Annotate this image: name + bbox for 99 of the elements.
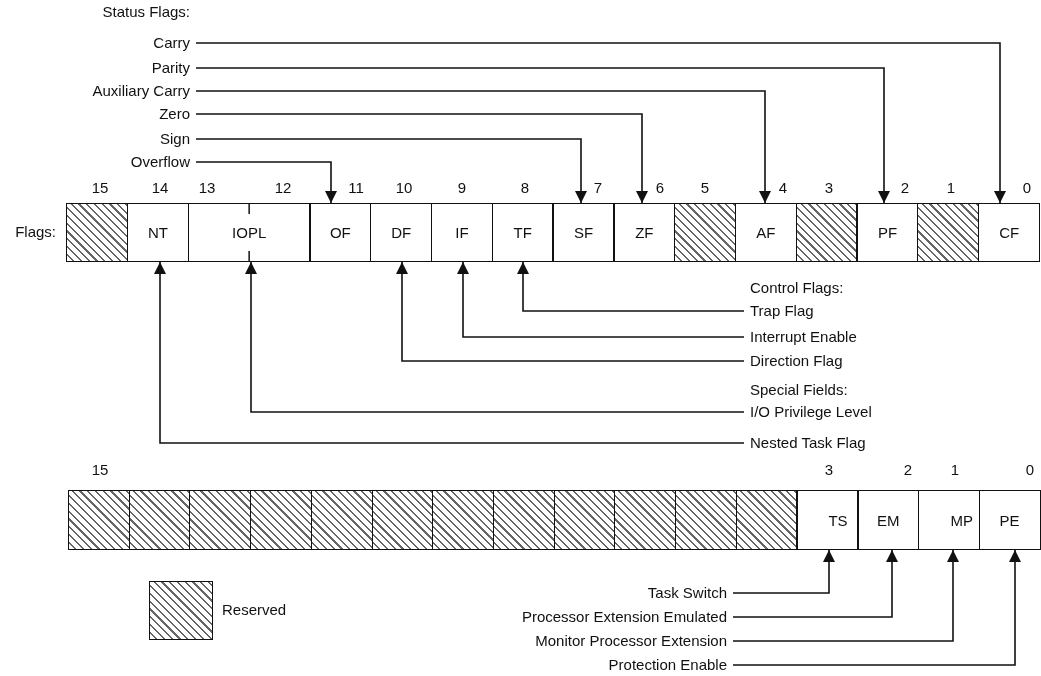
flag-description: Direction Flag	[744, 352, 849, 370]
flag-description: Parity	[145, 59, 196, 77]
flag-description: Trap Flag	[744, 302, 820, 320]
leader-arrow	[732, 549, 959, 642]
register-bit-cell	[978, 203, 1041, 262]
register-bit-cell	[857, 490, 920, 550]
section-heading: Special Fields:	[750, 381, 848, 399]
reserved-bit-cell	[310, 490, 373, 550]
reserved-bit-cell	[674, 203, 737, 262]
leader-arrow	[732, 549, 898, 618]
leader-arrow	[195, 113, 648, 204]
reserved-bit-cell	[795, 203, 858, 262]
flag-description: Interrupt Enable	[744, 328, 863, 346]
register-bit-cell	[552, 203, 615, 262]
bit-number: 15	[91, 461, 109, 479]
bit-number: 3	[824, 179, 834, 197]
bit-number: 1	[950, 461, 960, 479]
bit-number: 11	[348, 179, 364, 197]
register-bit-cell	[491, 203, 554, 262]
bit-field-name: CF	[999, 224, 1020, 241]
leader-arrow	[517, 261, 745, 312]
bit-number: 2	[900, 179, 910, 197]
bit-number: 10	[395, 179, 413, 197]
section-heading: Control Flags:	[750, 279, 844, 297]
leader-arrow	[245, 261, 745, 413]
leader-arrow	[195, 67, 890, 204]
bit-number: 7	[593, 179, 603, 197]
reserved-bit-cell	[371, 490, 434, 550]
flag-description: Monitor Processor Extension	[529, 632, 733, 650]
reserved-bit-cell	[250, 490, 313, 550]
bit-field-name: TF	[513, 224, 532, 241]
bit-number: 1	[946, 179, 956, 197]
bit-field-name: PF	[877, 224, 898, 241]
bit-number: 12	[274, 179, 292, 197]
flag-description: Processor Extension Emulated	[515, 608, 733, 626]
reserved-bit-cell	[189, 490, 252, 550]
bit-number: 13	[198, 179, 216, 197]
flag-description: Auxiliary Carry	[86, 82, 196, 100]
leader-arrow	[195, 90, 771, 204]
flag-description: Nested Task Flag	[744, 434, 872, 452]
bit-number: 15	[91, 179, 109, 197]
bit-number: 2	[903, 461, 913, 479]
reserved-bit-cell	[128, 490, 191, 550]
reserved-bit-cell	[492, 490, 556, 550]
bit-field-name: EM	[876, 511, 900, 529]
register-bit-cell	[917, 490, 980, 550]
reserved-bit-cell	[675, 490, 738, 550]
bit-field-name: OF	[329, 224, 351, 241]
reserved-bit-cell	[432, 490, 495, 550]
reserved-bit-cell	[614, 490, 677, 550]
bit-number: 4	[778, 179, 788, 197]
bit-number: 3	[824, 461, 834, 479]
bit-field-name: DF	[391, 224, 412, 241]
leader-arrow	[195, 42, 1006, 204]
leader-arrow	[732, 549, 835, 594]
leader-arrow	[732, 549, 1021, 666]
bit-field-name: IF	[455, 224, 469, 241]
register-bit-cell	[978, 490, 1041, 550]
reserved-bit-cell	[66, 203, 129, 262]
flag-description: Zero	[153, 105, 196, 123]
flag-description: Carry	[147, 34, 196, 52]
reserved-bit-cell	[735, 490, 798, 550]
register-bit-cell	[187, 203, 311, 262]
reserved-bit-cell	[553, 490, 616, 550]
bit-number: 0	[1025, 461, 1035, 479]
bit-number: 8	[520, 179, 530, 197]
register-bit-cell	[126, 203, 190, 262]
bit-field-name: TS	[828, 511, 848, 529]
bit-field-name: IOPL	[232, 224, 267, 241]
section-heading: Flags:	[15, 223, 56, 241]
bit-field-name: AF	[756, 224, 776, 241]
flag-description: I/O Privilege Level	[744, 403, 878, 421]
leader-arrow	[154, 261, 745, 444]
bit-field-name: NT	[147, 224, 168, 241]
register-bit-cell	[370, 203, 433, 262]
leader-arrow	[195, 138, 587, 204]
flag-description: Sign	[153, 130, 196, 148]
bit-number: 9	[457, 179, 467, 197]
section-heading: Status Flags:	[102, 3, 190, 21]
bit-number: 0	[1022, 179, 1032, 197]
flag-description: Task Switch	[641, 584, 733, 602]
bit-field-name: SF	[573, 224, 594, 241]
bit-field-name: MP	[950, 511, 973, 529]
bit-field-name: PE	[999, 511, 1020, 529]
bit-number: 14	[151, 179, 169, 197]
legend-label: Reserved	[222, 601, 287, 619]
register-bit-cell	[796, 490, 859, 550]
bit-field-name: ZF	[635, 224, 654, 241]
reserved-bit-cell	[68, 490, 131, 550]
reserved-bit-cell	[917, 203, 980, 262]
register-bit-cell	[430, 203, 494, 262]
bit-number: 5	[700, 179, 710, 197]
register-bit-cell	[309, 203, 372, 262]
leader-arrow	[195, 161, 337, 204]
flag-description: Protection Enable	[602, 656, 733, 674]
leader-arrow	[396, 261, 745, 362]
flag-description: Overflow	[124, 153, 196, 171]
bit-number: 6	[655, 179, 665, 197]
leader-arrow	[457, 261, 745, 338]
